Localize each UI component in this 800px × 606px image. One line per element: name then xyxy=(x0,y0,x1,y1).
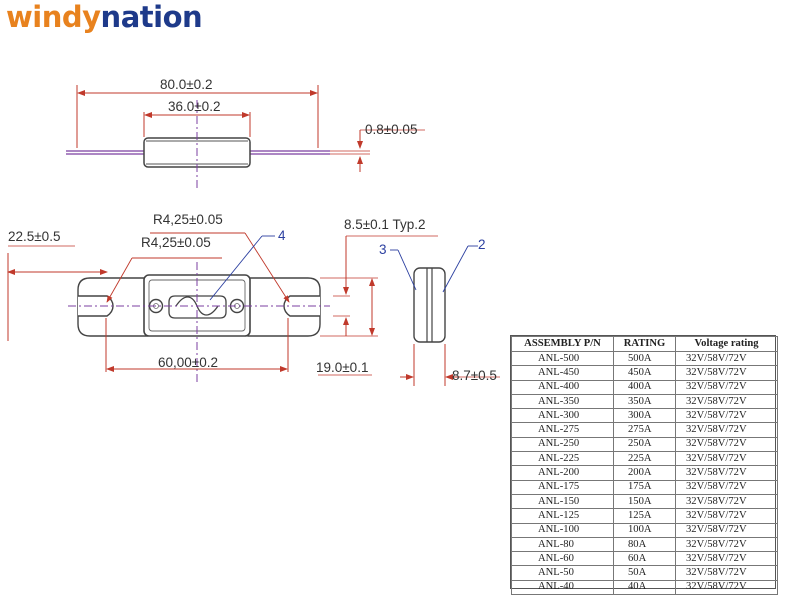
cell-assembly-pn: ANL-350 xyxy=(511,393,614,410)
cell-voltage-rating: 32V/58V/72V xyxy=(675,365,778,381)
cell-assembly-pn: ANL-80 xyxy=(511,536,614,553)
cell-assembly-pn: ANL-100 xyxy=(511,522,614,538)
cell-assembly-pn: ANL-60 xyxy=(511,551,614,567)
cell-assembly-pn: ANL-250 xyxy=(511,436,614,453)
table-header-row: ASSEMBLY P/N RATING Voltage rating xyxy=(511,336,778,352)
spec-table: ASSEMBLY P/N RATING Voltage rating ANL-5… xyxy=(511,336,778,596)
cell-assembly-pn: ANL-150 xyxy=(511,493,614,510)
cell-voltage-rating: 32V/58V/72V xyxy=(675,479,778,495)
cell-voltage-rating: 32V/58V/72V xyxy=(675,436,778,453)
cell-assembly-pn: ANL-200 xyxy=(511,465,614,481)
cell-assembly-pn: ANL-125 xyxy=(511,508,614,524)
dim-slot-offset: 22.5±0.5 xyxy=(8,229,61,244)
cell-assembly-pn: ANL-400 xyxy=(511,379,614,395)
cell-rating: 350A xyxy=(613,393,676,410)
brand-logo-part2: nation xyxy=(100,0,203,34)
header-voltage-rating: Voltage rating xyxy=(675,336,778,352)
cell-rating: 125A xyxy=(613,508,676,524)
cell-rating: 250A xyxy=(613,436,676,453)
brand-logo: windynation xyxy=(6,0,203,34)
cell-rating: 275A xyxy=(613,422,676,438)
cell-voltage-rating: 32V/58V/72V xyxy=(675,536,778,553)
dim-radius-upper: R4,25±0.05 xyxy=(153,212,223,227)
dim-overall-length: 80.0±0.2 xyxy=(160,77,213,92)
dim-blade-thickness: 0.8±0.05 xyxy=(365,122,418,137)
cell-voltage-rating: 32V/58V/72V xyxy=(675,493,778,510)
dim-side-gap: 8.5±0.1 Typ.2 xyxy=(344,217,426,232)
cell-rating: 175A xyxy=(613,479,676,495)
cell-assembly-pn: ANL-40 xyxy=(511,579,614,596)
brand-logo-part1: windy xyxy=(6,0,101,34)
cell-rating: 400A xyxy=(613,379,676,395)
cell-assembly-pn: ANL-50 xyxy=(511,565,614,581)
dim-radius-lower: R4,25±0.05 xyxy=(141,235,211,250)
callout-4: 4 xyxy=(278,228,286,243)
callout-3: 3 xyxy=(379,242,387,257)
cell-voltage-rating: 32V/58V/72V xyxy=(675,508,778,524)
cell-voltage-rating: 32V/58V/72V xyxy=(675,579,778,596)
cell-rating: 450A xyxy=(613,365,676,381)
cell-assembly-pn: ANL-225 xyxy=(511,451,614,467)
cell-rating: 200A xyxy=(613,465,676,481)
cell-rating: 40A xyxy=(613,579,676,596)
cell-assembly-pn: ANL-500 xyxy=(511,350,614,367)
header-rating: RATING xyxy=(613,336,676,352)
fuse-body-side xyxy=(413,267,446,343)
cell-rating: 225A xyxy=(613,451,676,467)
callout-2: 2 xyxy=(478,237,486,252)
cell-rating: 100A xyxy=(613,522,676,538)
cell-voltage-rating: 32V/58V/72V xyxy=(675,522,778,538)
side-view xyxy=(390,245,500,386)
dim-width: 19.0±0.1 xyxy=(316,360,369,375)
cell-voltage-rating: 32V/58V/72V xyxy=(675,379,778,395)
cell-assembly-pn: ANL-450 xyxy=(511,365,614,381)
cell-voltage-rating: 32V/58V/72V xyxy=(675,422,778,438)
cell-voltage-rating: 32V/58V/72V xyxy=(675,350,778,367)
cell-voltage-rating: 32V/58V/72V xyxy=(675,465,778,481)
cell-assembly-pn: ANL-175 xyxy=(511,479,614,495)
cell-voltage-rating: 32V/58V/72V xyxy=(675,393,778,410)
cell-rating: 150A xyxy=(613,493,676,510)
cell-voltage-rating: 32V/58V/72V xyxy=(675,565,778,581)
cell-voltage-rating: 32V/58V/72V xyxy=(675,551,778,567)
cell-rating: 50A xyxy=(613,565,676,581)
dim-hole-spacing: 60,00±0.2 xyxy=(158,355,218,370)
header-assembly-pn: ASSEMBLY P/N xyxy=(511,336,614,352)
front-view xyxy=(7,232,438,382)
cell-voltage-rating: 32V/58V/72V xyxy=(675,408,778,424)
cell-rating: 80A xyxy=(613,536,676,553)
cell-rating: 500A xyxy=(613,350,676,367)
cell-assembly-pn: ANL-300 xyxy=(511,408,614,424)
cell-voltage-rating: 32V/58V/72V xyxy=(675,451,778,467)
dim-body-length: 36.0±0.2 xyxy=(168,99,221,114)
spec-table-container: ASSEMBLY P/N RATING Voltage rating ANL-5… xyxy=(510,335,778,596)
cell-rating: 60A xyxy=(613,551,676,567)
cell-assembly-pn: ANL-275 xyxy=(511,422,614,438)
top-view xyxy=(66,85,425,190)
cell-rating: 300A xyxy=(613,408,676,424)
dim-side-thickness: 8.7±0.5 xyxy=(452,368,497,383)
